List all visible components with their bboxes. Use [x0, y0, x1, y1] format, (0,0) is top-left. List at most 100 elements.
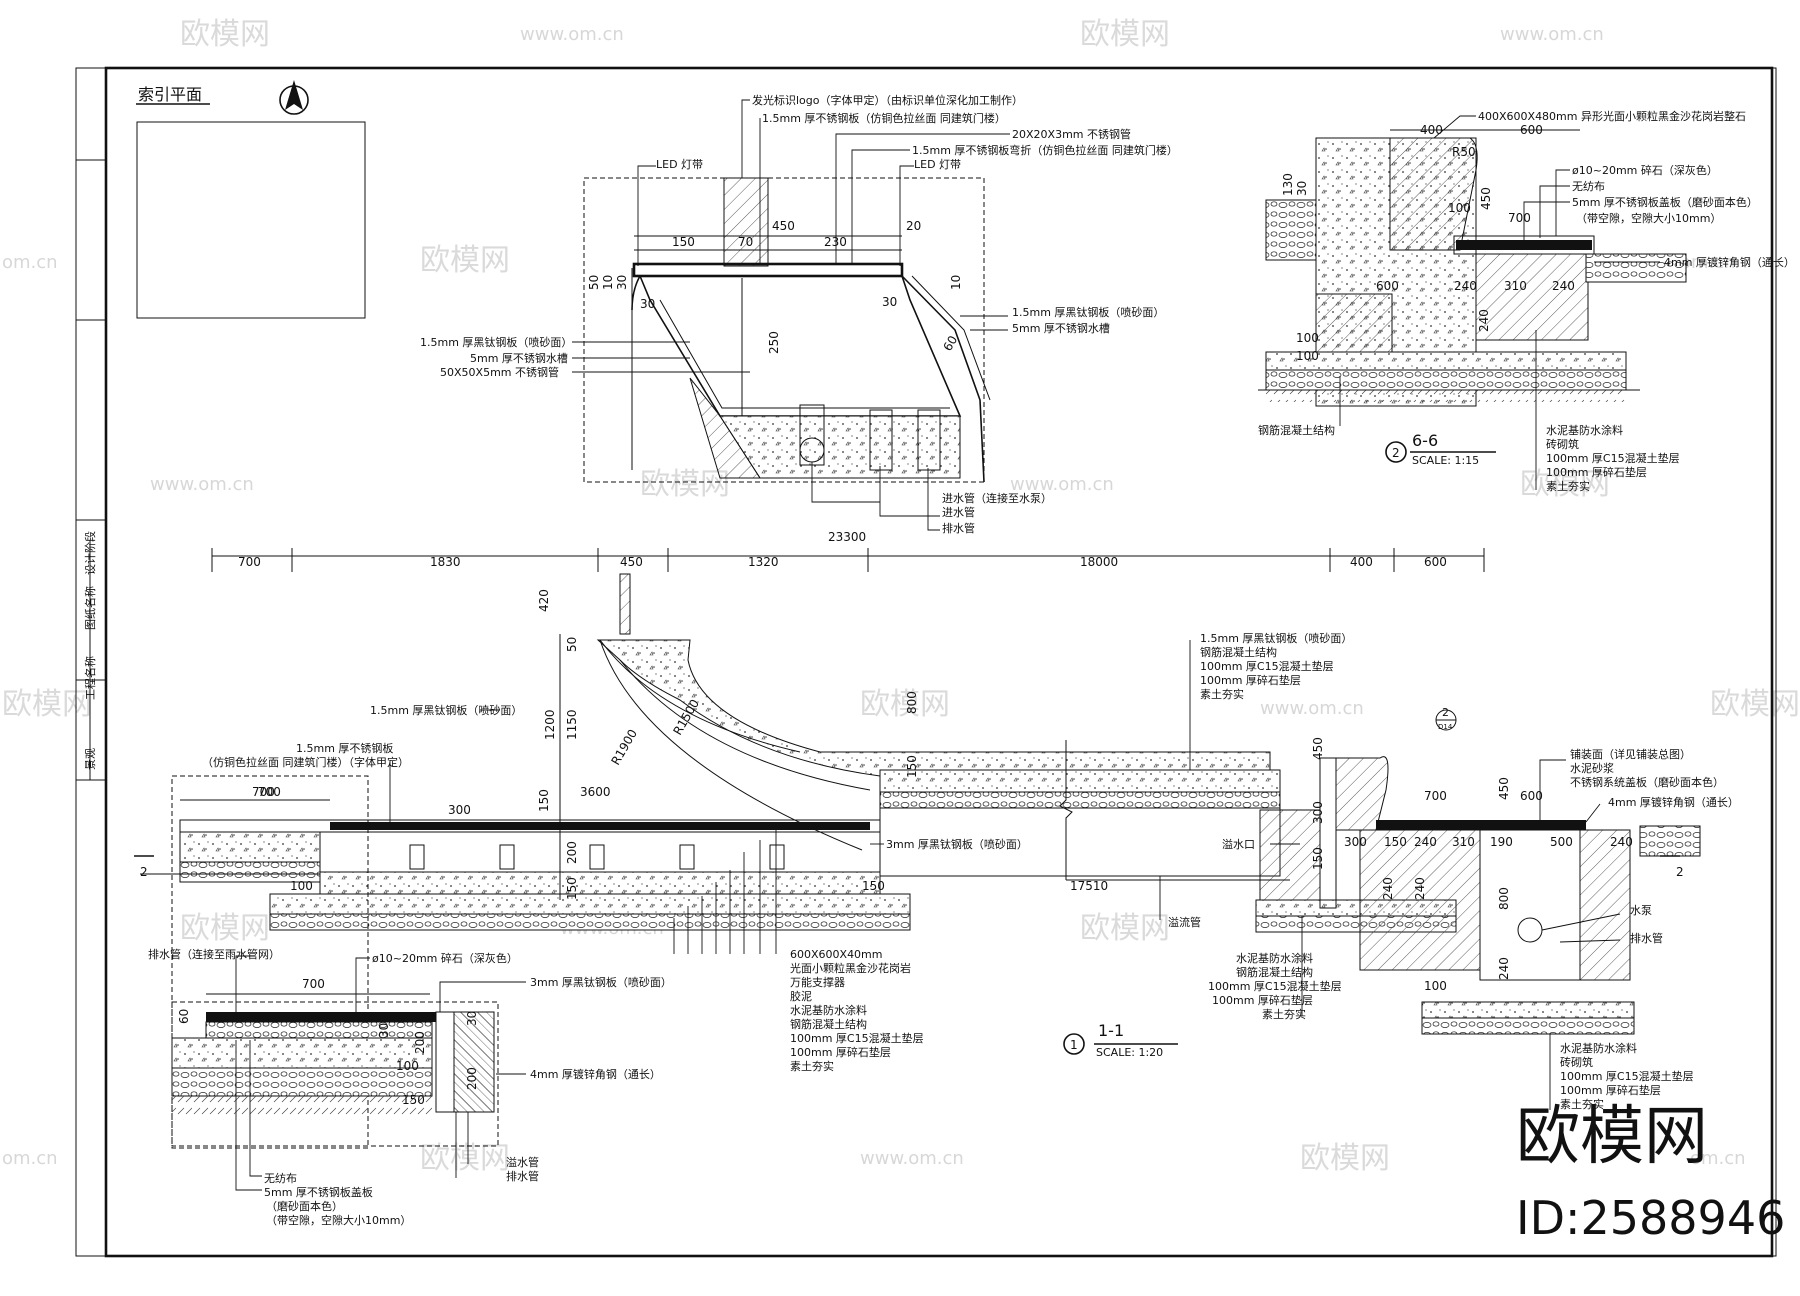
annotation-label: 素土夯实 — [1262, 1007, 1306, 1021]
dim-label: 600 — [1376, 279, 1399, 293]
title-block-label: 工程名称 — [83, 656, 97, 700]
dim-label: 600 — [1520, 789, 1543, 803]
watermark-logo: 欧模网 — [2, 687, 92, 722]
dim-label: 30 — [1295, 181, 1309, 196]
section-number: 1 — [1070, 1038, 1078, 1052]
watermark-url: om.cn — [1690, 1148, 1746, 1169]
dim-label: 150 — [402, 1093, 425, 1107]
sheet-frame: 景观 工程名称 图纸名称 设计阶段 — [75, 66, 1777, 1258]
dim-label: 30 — [465, 1011, 479, 1026]
dim-label: 150 — [905, 755, 919, 778]
dim-label: 3600 — [580, 785, 611, 799]
dim-label: 600 — [1424, 555, 1447, 569]
section-scale: SCALE: 1:15 — [1412, 454, 1479, 467]
dim-label: 23300 — [828, 530, 866, 544]
annotation-label: 100mm 厚碎石垫层 — [1212, 993, 1313, 1007]
watermark-url: www.om.cn — [1260, 698, 1364, 719]
annotation-label: 钢筋混凝土结构 — [790, 1017, 867, 1031]
annotation-label: 50X50X5mm 不锈钢管 — [440, 365, 559, 379]
dim-label: 200 — [565, 841, 579, 864]
title-block-label: 景观 — [84, 748, 97, 770]
annotation-label: （带空隙，空隙大小10mm） — [266, 1213, 411, 1227]
annotation-label: 4mm 厚镀锌角钢（通长） — [1608, 795, 1739, 809]
dim-label: 450 — [1497, 777, 1511, 800]
pedestal-supports — [409, 844, 785, 870]
annotation-label: 不锈钢系统盖板（磨砂面本色） — [1570, 775, 1724, 789]
annotation-label: 水泥基防水涂料 — [1546, 423, 1623, 437]
detail-callout-sheet: D14 — [1438, 723, 1453, 731]
annotation-label: （仿铜色拉丝面 同建筑门楼）（字体甲定） — [202, 755, 409, 769]
annotation-label: 100mm 厚碎石垫层 — [1560, 1083, 1661, 1097]
annotation-label: 100mm 厚C15混凝土垫层 — [1560, 1069, 1694, 1083]
annotation-label: 素土夯实 — [1560, 1097, 1604, 1111]
annotation-label: 5mm 厚不锈钢水槽 — [470, 352, 568, 365]
dim-label: 400 — [1350, 555, 1373, 569]
dim-label: 700 — [1424, 789, 1447, 803]
dim-label: 150 — [537, 789, 551, 812]
annotation-label: 无纺布 — [264, 1171, 297, 1185]
annotation-label: LED 灯带 — [656, 158, 703, 171]
dim-label: 1150 — [565, 709, 579, 740]
annotation-label: 铺装面（详见铺装总图） — [1570, 747, 1691, 761]
dim-label: 310 — [1452, 835, 1475, 849]
annotation-label: 排水管 — [1630, 931, 1663, 945]
annotation-label: ø10~20mm 碎石（深灰色） — [372, 951, 518, 965]
dim-label: 150 — [1384, 835, 1407, 849]
dim-label: 100 — [290, 879, 313, 893]
annotation-label: 无纺布 — [1572, 179, 1605, 193]
annotation-label: 100mm 厚C15混凝土垫层 — [1546, 451, 1680, 465]
brand-watermark: 欧模网 ID:2588946 — [1516, 1100, 1785, 1245]
annotation-label: 发光标识logo（字体甲定）（由标识单位深化加工制作） — [752, 93, 1023, 107]
annotation-label: （带空隙，空隙大小10mm） — [1576, 211, 1721, 225]
annotation-label: 钢筋混凝土结构 — [1236, 965, 1313, 979]
dim-label: 50 — [587, 275, 601, 290]
annotation-label: 5mm 厚不锈钢水槽 — [1012, 322, 1110, 335]
dim-label: 240 — [1552, 279, 1575, 293]
watermark-logo: 欧模网 — [1080, 17, 1170, 52]
dim-label: 450 — [1311, 737, 1325, 760]
annotation-label: 100mm 厚C15混凝土垫层 — [1200, 659, 1334, 673]
section-title: 6-6 — [1412, 431, 1438, 450]
watermark-logo: 欧模网 — [180, 911, 270, 946]
annotation-label: 素土夯实 — [1200, 687, 1244, 701]
annotation-label: 素土夯实 — [790, 1059, 834, 1073]
annotation-label: 万能支撑器 — [790, 975, 845, 989]
dim-label: 18000 — [1080, 555, 1118, 569]
dim-label: 100 — [396, 1059, 419, 1073]
dim-label: 450 — [1479, 187, 1493, 210]
dim-label: 240 — [1610, 835, 1633, 849]
dim-label: 100 — [1296, 331, 1319, 345]
detail-top: 150 70 450 230 20 50 10 30 30 10 250 30 … — [420, 93, 1178, 544]
dim-label: 700 — [238, 555, 261, 569]
dim-label: 100 — [1424, 979, 1447, 993]
index-plan: 索引平面 — [136, 80, 366, 319]
annotation-label: 600X600X40mm — [790, 948, 883, 961]
dim-label: 30 — [882, 295, 897, 309]
section-number-icon — [1385, 441, 1407, 463]
watermark-logo: 欧模网 — [180, 17, 270, 52]
watermark-url: www.om.cn — [1010, 474, 1114, 495]
watermark-url: om.cn — [1680, 252, 1736, 273]
annotation-label: LED 灯带 — [914, 158, 961, 171]
dim-label: 1200 — [543, 709, 557, 740]
dim-label: 700 — [252, 785, 275, 799]
title-block-label: 图纸名称 — [83, 586, 97, 630]
watermark-logo: 欧模网 — [1520, 467, 1610, 502]
dim-label: 800 — [1497, 887, 1511, 910]
watermark-logo: 欧模网 — [420, 243, 510, 278]
dim-label: 450 — [772, 219, 795, 233]
section-number-icon — [1063, 1033, 1085, 1055]
watermark-url: om.cn — [2, 1148, 58, 1169]
north-arrow-icon — [279, 80, 309, 115]
annotation-label: 100mm 厚碎石垫层 — [1200, 673, 1301, 687]
watermark-url: om.cn — [2, 252, 58, 273]
dim-label: 10 — [601, 275, 615, 290]
dim-label: 190 — [1490, 835, 1513, 849]
dim-label: 30 — [640, 297, 655, 311]
annotation-label: 1.5mm 厚黑钛钢板（喷砂面） — [420, 335, 572, 349]
dim-label: 60 — [177, 1009, 191, 1024]
annotation-label: 4mm 厚镀锌角钢（通长） — [530, 1067, 661, 1081]
annotation-label: 1.5mm 厚不锈钢板弯折（仿铜色拉丝面 同建筑门楼） — [912, 143, 1178, 157]
watermark-logo: 欧模网 — [860, 687, 950, 722]
title-block-label: 设计阶段 — [83, 531, 97, 575]
